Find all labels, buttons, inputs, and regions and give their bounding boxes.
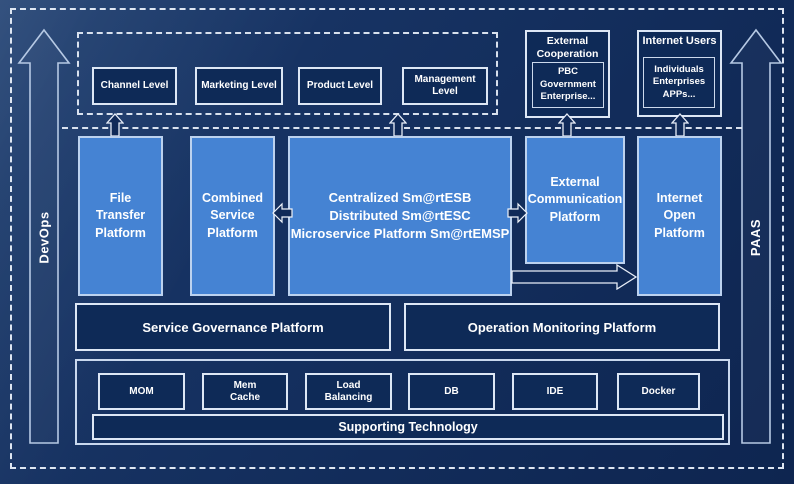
up-arrow-icon — [106, 113, 124, 137]
supporting-technology-section — [75, 359, 730, 445]
level-label: Product Level — [306, 80, 374, 91]
file-transfer-platform-box: File Transfer Platform — [78, 136, 163, 296]
tech-box-ide: IDE — [512, 373, 598, 410]
level-box-channel: Channel Level — [92, 67, 177, 105]
left-arrow-icon — [272, 202, 293, 224]
up-arrow-icon — [389, 113, 407, 137]
paas-up-arrow-icon — [729, 28, 783, 444]
paas-rail: PAAS — [738, 28, 774, 446]
external-communication-platform-box: External Communication Platform — [525, 136, 625, 264]
esb-platform-box: Centralized Sm@rtESB Distributed Sm@rtES… — [288, 136, 512, 296]
up-arrow-icon — [671, 113, 689, 137]
level-label: Channel Level — [100, 80, 169, 91]
level-box-marketing: Marketing Level — [195, 67, 283, 105]
level-label: Marketing Level — [201, 80, 277, 91]
devops-up-arrow-icon — [17, 28, 71, 444]
right-arrow-icon — [507, 202, 528, 224]
service-governance-platform-box: Service Governance Platform — [75, 303, 391, 351]
internet-users-inner-box: Individuals Enterprises APPs... — [643, 57, 715, 108]
up-arrow-icon — [558, 113, 576, 137]
pbc-government-enterprise-box: PBC Government Enterprise... — [532, 62, 604, 108]
tech-box-mem-cache: Mem Cache — [202, 373, 288, 410]
tech-box-docker: Docker — [617, 373, 700, 410]
internet-open-platform-box: Internet Open Platform — [637, 136, 722, 296]
tech-box-load-balancing: Load Balancing — [305, 373, 392, 410]
paas-label: PAAS — [748, 218, 764, 256]
levels-dashed-group — [77, 32, 498, 115]
tech-box-mom: MOM — [98, 373, 185, 410]
external-cooperation-title: External Cooperation — [536, 35, 599, 61]
tech-box-db: DB — [408, 373, 495, 410]
level-label: Management Level — [414, 74, 476, 97]
outer-dashed-border — [10, 8, 784, 469]
flow-right-arrow-icon — [511, 264, 638, 290]
combined-service-platform-box: Combined Service Platform — [190, 136, 275, 296]
devops-label: DevOps — [36, 210, 52, 264]
level-box-product: Product Level — [298, 67, 382, 105]
devops-rail: DevOps — [26, 28, 62, 446]
supporting-technology-bar: Supporting Technology — [92, 414, 724, 440]
level-box-management: Management Level — [402, 67, 488, 105]
operation-monitoring-platform-box: Operation Monitoring Platform — [404, 303, 720, 351]
internet-users-title: Internet Users — [642, 35, 717, 47]
